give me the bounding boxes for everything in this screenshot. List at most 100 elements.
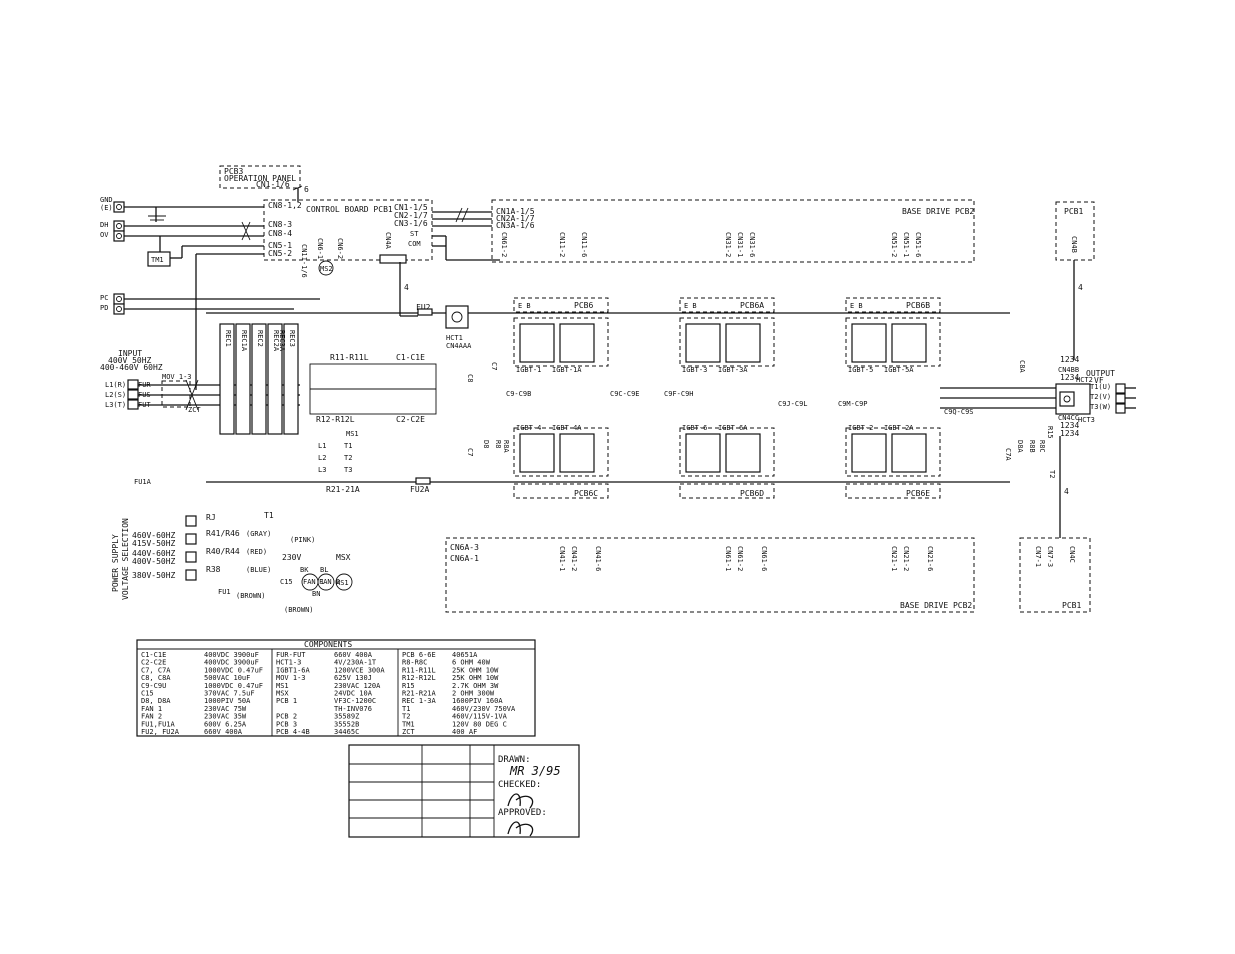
component-ref: C2-C2E bbox=[141, 659, 166, 667]
component-rating: 230VAC 75W bbox=[204, 705, 247, 713]
st-label: ST bbox=[410, 230, 419, 238]
component-rating: 40651A bbox=[452, 651, 478, 659]
cn6-2-label: CN6-2 bbox=[336, 238, 344, 259]
c9q-c9s-label: C9Q-C9S bbox=[944, 408, 974, 416]
pink-label: (PINK) bbox=[290, 536, 315, 544]
cn5-1-label: CN5-1 bbox=[268, 241, 292, 250]
pcb1-bottom: PCB1 CN7-1 CN7-3 CN4C 4 bbox=[1019, 436, 1091, 613]
cn51-2-label: CN51-2 bbox=[890, 232, 898, 257]
cn6a-3-label: CN6A-3 bbox=[450, 543, 479, 552]
dh-label: DH bbox=[100, 221, 108, 229]
ms1-l2-label: L2 bbox=[318, 454, 326, 462]
pcb6d-label: PCB6D bbox=[740, 489, 764, 498]
r11-label: R11-R11L bbox=[330, 353, 369, 362]
component-ref: R15 bbox=[402, 682, 415, 690]
component-ref: MS1 bbox=[276, 682, 289, 690]
hct2-label: HCT2 bbox=[1076, 376, 1093, 384]
left-terminals: GND (E) DH OV TM1 PC PD bbox=[100, 196, 320, 390]
wire-count-four-right: 4 bbox=[1078, 283, 1083, 292]
vf-label: VF bbox=[1094, 376, 1104, 385]
base-drive-top: CN1A-1/5 CN2A-1/7 CN3A-1/6 BASE DRIVE PC… bbox=[491, 199, 975, 263]
component-ref: FAN 1 bbox=[141, 705, 162, 713]
rec1-label: REC1 bbox=[224, 330, 232, 347]
pin-1234-a: 1234 bbox=[1060, 355, 1079, 364]
component-rating: 400 AF bbox=[452, 728, 477, 736]
voltage-selection-label: VOLTAGE SELECTION bbox=[121, 518, 130, 600]
ms1-t3-label: T3 bbox=[344, 466, 352, 474]
brown2-label: (BROWN) bbox=[284, 606, 314, 614]
cn4aaa-label: CN4AAA bbox=[446, 342, 472, 350]
cn51-6-label: CN51-6 bbox=[914, 232, 922, 257]
component-ref: FU2, FU2A bbox=[141, 728, 180, 736]
mov-label: MOV 1-3 bbox=[162, 373, 192, 381]
component-ref: C7, C7A bbox=[141, 666, 171, 674]
title-block: DRAWN: MR 3/95 CHECKED: APPROVED: bbox=[348, 744, 580, 838]
cn21-2-label: CN21-2 bbox=[902, 546, 910, 571]
component-rating: 1600PIV 160A bbox=[452, 697, 503, 705]
c8-label: C8 bbox=[466, 374, 474, 382]
cn61-top-label: CN61-2 bbox=[500, 232, 508, 257]
t1-label: T1 bbox=[264, 511, 274, 520]
component-rating: 25K OHM 10W bbox=[452, 674, 499, 682]
igbt5-label: IGBT-5 bbox=[848, 366, 873, 374]
component-ref: C9-C9U bbox=[141, 682, 166, 690]
component-ref: T1 bbox=[402, 705, 410, 713]
l1-label: L1(R) bbox=[105, 381, 126, 389]
bn-label: BN bbox=[312, 590, 320, 598]
c15-label: C15 bbox=[280, 578, 293, 586]
component-rating: 2 OHM 300W bbox=[452, 690, 495, 698]
pcb1-bottom-label: PCB1 bbox=[1062, 601, 1081, 610]
component-rating: 2.7K OHM 3W bbox=[452, 682, 499, 690]
cn6a-1-label: CN6A-1 bbox=[450, 554, 479, 563]
component-rating: TH-INV076 bbox=[334, 705, 372, 713]
r38-label: R38 bbox=[206, 565, 221, 574]
cn1a-label: CN1A-1/5 bbox=[496, 207, 535, 216]
cn5-2-label: CN5-2 bbox=[268, 249, 292, 258]
t3w-label: T3(W) bbox=[1090, 403, 1111, 411]
cn2-17-label: CN2-1/7 bbox=[394, 211, 428, 220]
component-ref: PCB 3 bbox=[276, 720, 297, 728]
drawn-value: MR 3/95 bbox=[509, 764, 561, 778]
c2-label: C2-C2E bbox=[396, 415, 425, 424]
cn4c-label: CN4C bbox=[1068, 546, 1076, 563]
igbt1a-label: IGBT-1A bbox=[552, 366, 582, 374]
fu2a-label: FU2A bbox=[410, 485, 429, 494]
c9-c9b-label: C9-C9B bbox=[506, 390, 531, 398]
input-voltage-1: 400V 50HZ bbox=[108, 356, 152, 365]
control-board-label: CONTROL BOARD PCB1 bbox=[306, 205, 393, 214]
rec3a-label: REC3A bbox=[278, 330, 286, 352]
component-ref: IGBT1-6A bbox=[276, 666, 311, 674]
component-rating: 34465C bbox=[334, 728, 359, 736]
power-supply-selection: POWER SUPPLY VOLTAGE SELECTION 460V-60HZ… bbox=[111, 478, 353, 614]
tm1-label: TM1 bbox=[151, 256, 164, 264]
component-rating: 120V 80 DEG C bbox=[452, 720, 507, 728]
component-ref: FUR-FUT bbox=[276, 651, 306, 659]
pcb1-top: PCB1 CN4B 4 bbox=[1055, 201, 1095, 360]
fu1a-label: FU1A bbox=[134, 478, 152, 486]
fu1-label: FU1 bbox=[218, 588, 231, 596]
cn8-4-label: CN8-4 bbox=[268, 229, 292, 238]
cn1-15-label: CN1-1/5 bbox=[394, 203, 428, 212]
c9f-c9h-label: C9F-C9H bbox=[664, 390, 694, 398]
pcb3-operation-panel: PCB3 OPERATION PANEL CN1-1/6 6 bbox=[219, 165, 309, 202]
v380-label: 380V-50HZ bbox=[132, 571, 176, 580]
cn11-2-label: CN11-2 bbox=[558, 232, 566, 257]
c7a-label: C7A bbox=[1004, 448, 1012, 461]
component-rating: 660V 400A bbox=[334, 651, 373, 659]
ms1-t1-label: T1 bbox=[344, 442, 352, 450]
component-ref: HCT1-3 bbox=[276, 659, 301, 667]
rec2a-label: REC2A bbox=[272, 330, 280, 352]
dc-link: HCT1 CN4AAA 4 C8 C7 C7 D8 R8 R8A C9-C9B bbox=[399, 262, 1010, 483]
c9c-c9e-label: C9C-C9E bbox=[610, 390, 640, 398]
igbt4a-label: IGBT-4A bbox=[552, 424, 582, 432]
component-ref: MSX bbox=[276, 690, 289, 698]
pcb6b-label: PCB6B bbox=[906, 301, 930, 310]
cn4b-label: CN4B bbox=[1070, 236, 1078, 253]
cn6-1-label: CN6-1 bbox=[316, 238, 324, 259]
fan2-label: FAN 2 bbox=[319, 578, 340, 586]
cn8-12-label: CN8-1,2 bbox=[268, 201, 302, 210]
component-rating: 660V 400A bbox=[204, 728, 243, 736]
igbt1-label: IGBT-1 bbox=[516, 366, 541, 374]
